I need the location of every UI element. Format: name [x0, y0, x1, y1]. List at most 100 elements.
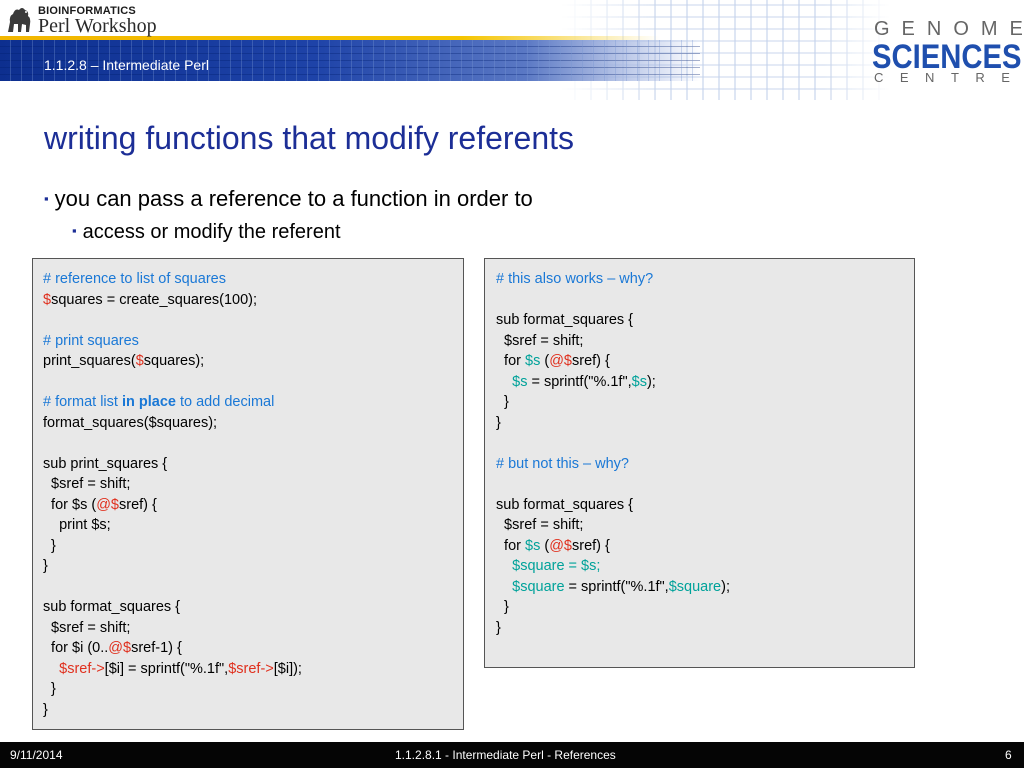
code-line: $sref = shift;: [33, 474, 463, 495]
code-token: sref) {: [572, 353, 610, 369]
code-token: $s: [631, 373, 647, 390]
footer-date: 9/11/2014: [10, 748, 63, 762]
bullet-level-2-text: access or modify the referent: [82, 221, 341, 243]
code-line: $square = sprintf("%.1f",$square);: [485, 577, 914, 598]
code-token: in place: [121, 394, 176, 410]
footer-page-number: 6: [1005, 748, 1012, 762]
code-line: for $s (@$sref) {: [485, 351, 914, 372]
bullet-level-1-text: you can pass a reference to a function i…: [54, 186, 533, 211]
code-line: }: [485, 413, 914, 434]
code-token: $s: [525, 353, 541, 369]
code-token: sref) {: [572, 537, 610, 554]
code-line: print_squares($squares);: [33, 351, 463, 372]
code-token: @$: [549, 537, 572, 554]
slide-footer: 9/11/2014 1.1.2.8.1 - Intermediate Perl …: [0, 742, 1024, 768]
code-line: for $s (@$sref) {: [33, 495, 463, 516]
code-line: }: [485, 597, 914, 618]
code-token: }: [496, 394, 509, 410]
code-line: $s = sprintf("%.1f",$s);: [485, 372, 914, 393]
bullet-level-1: ▪ you can pass a reference to a function …: [44, 186, 533, 212]
code-token: (: [540, 537, 550, 554]
code-token: # but not this – why?: [496, 455, 629, 472]
genome-sciences-centre-logo: GENOME SCIENCES CENTRE: [870, 14, 1023, 86]
code-token: $sref = shift;: [43, 619, 131, 636]
code-token: # reference to list of squares: [43, 271, 226, 287]
code-token: }: [496, 599, 509, 615]
code-line: $square = $s;: [485, 556, 914, 577]
slide-header: BIOINFORMATICS Perl Workshop 1.1.2.8 – I…: [0, 0, 1024, 100]
code-token: [$i] = sprintf("%.1f",: [104, 660, 229, 677]
code-token: );: [721, 578, 730, 595]
code-token: $s: [525, 537, 541, 554]
code-line: sub format_squares {: [485, 495, 914, 516]
code-line: }: [485, 392, 914, 413]
code-line: print $s;: [33, 515, 463, 536]
code-line: }: [33, 700, 463, 721]
code-line: [33, 372, 463, 393]
code-token: $sref = shift;: [496, 332, 584, 349]
code-line: [33, 577, 463, 598]
code-line: $sref = shift;: [485, 515, 914, 536]
code-line: }: [33, 679, 463, 700]
code-line: # reference to list of squares: [33, 269, 463, 290]
code-token: # this also works – why?: [496, 271, 654, 287]
code-token: [496, 558, 512, 574]
code-token: sub print_squares {: [43, 455, 168, 472]
code-token: $square = $s;: [512, 558, 601, 574]
code-token: squares = create_squares(100);: [51, 291, 258, 308]
code-token: @$: [96, 496, 119, 513]
code-token: @$: [549, 353, 572, 369]
code-line: # but not this – why?: [485, 454, 914, 475]
code-token: $square: [512, 578, 565, 595]
code-line: # print squares: [33, 331, 463, 352]
code-token: $s: [512, 373, 528, 390]
footer-title: 1.1.2.8.1 - Intermediate Perl - Referenc…: [395, 748, 616, 762]
code-line: [485, 290, 914, 311]
code-token: );: [646, 373, 656, 390]
code-box-right: # this also works – why? sub format_squar…: [484, 258, 915, 668]
code-line: [485, 433, 914, 454]
code-token: (: [540, 353, 550, 369]
code-token: sref) {: [118, 496, 157, 513]
code-token: print $s;: [43, 517, 111, 533]
code-token: print_squares(: [43, 353, 136, 369]
code-token: $sref = shift;: [43, 476, 131, 492]
code-token: sub format_squares {: [43, 599, 181, 615]
code-token: [43, 661, 59, 677]
header-gold-stripe: [0, 36, 660, 40]
code-line: # this also works – why?: [485, 269, 914, 290]
code-token: }: [496, 414, 501, 431]
code-token: [496, 374, 512, 390]
code-line: $sref = shift;: [485, 331, 914, 352]
code-line: [485, 474, 914, 495]
code-token: sref-1) {: [131, 640, 182, 656]
code-line: for $i (0..@$sref-1) {: [33, 638, 463, 659]
code-line: [33, 433, 463, 454]
code-line: $squares = create_squares(100);: [33, 290, 463, 311]
code-token: # format list: [43, 394, 122, 410]
code-line: sub format_squares {: [485, 310, 914, 331]
code-line: # format list in place to add decimal: [33, 392, 463, 413]
code-line: }: [33, 536, 463, 557]
code-token: }: [43, 558, 48, 574]
slide-title: writing functions that modify referents: [44, 120, 575, 156]
bullet-level-2: ▪access or modify the referent: [72, 221, 341, 244]
code-line: format_squares($squares);: [33, 413, 463, 434]
slide-code-label: 1.1.2.8 – Intermediate Perl: [44, 57, 209, 73]
code-line: [33, 310, 463, 331]
code-token: [496, 579, 512, 595]
code-token: $square: [668, 578, 722, 595]
camel-icon: [4, 2, 34, 36]
code-token: format_squares($squares);: [43, 414, 218, 431]
code-line: for $s (@$sref) {: [485, 536, 914, 557]
bullet-dot-icon: ▪: [44, 191, 49, 206]
code-token: $sref->: [228, 660, 274, 677]
code-line: sub format_squares {: [33, 597, 463, 618]
code-token: for: [496, 353, 526, 369]
logo-sciences-text: SCIENCES: [872, 38, 1022, 76]
code-token: sub format_squares {: [496, 496, 634, 513]
logo-genome-text: GENOME: [874, 18, 1024, 40]
code-token: [$i]);: [273, 660, 302, 677]
code-token: # print squares: [43, 332, 139, 349]
header-blue-banner: [0, 40, 700, 81]
